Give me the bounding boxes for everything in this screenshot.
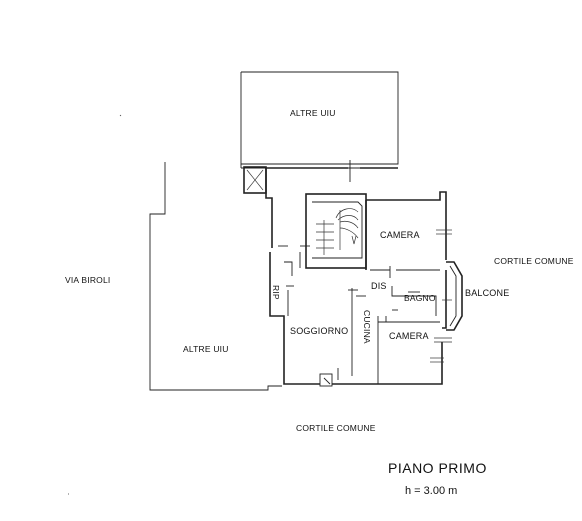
label-cucina: CUCINA [362,310,372,344]
label-camera-top: CAMERA [380,230,420,240]
entrance-detail [319,368,339,387]
label-via-biroli: VIA BIROLI [65,275,110,285]
label-cortile-right: CORTILE COMUNE [494,256,574,266]
label-soggiorno: SOGGIORNO [290,326,348,336]
label-cortile-bottom: CORTILE COMUNE [296,423,376,433]
windows-right [430,229,452,363]
left-neighbour-unit [149,162,282,391]
elevator-shaft [243,166,267,194]
stair-core [305,193,367,269]
plan-height: h = 3.00 m [405,485,457,497]
label-altre-uiu-top: ALTRE UIU [290,108,336,118]
interior-partitions [284,200,440,384]
label-camera-bottom: CAMERA [389,331,429,341]
label-bagno: BAGNO [404,293,436,303]
balcony [446,261,463,331]
apartment-walls [265,160,447,385]
label-rip: RIP [271,285,281,300]
plan-title: PIANO PRIMO [388,460,487,476]
top-neighbour-unit [240,71,399,169]
label-altre-uiu-left: ALTRE UIU [183,344,229,354]
label-dis: DIS [371,281,387,291]
label-balcone: BALCONE [465,288,509,298]
